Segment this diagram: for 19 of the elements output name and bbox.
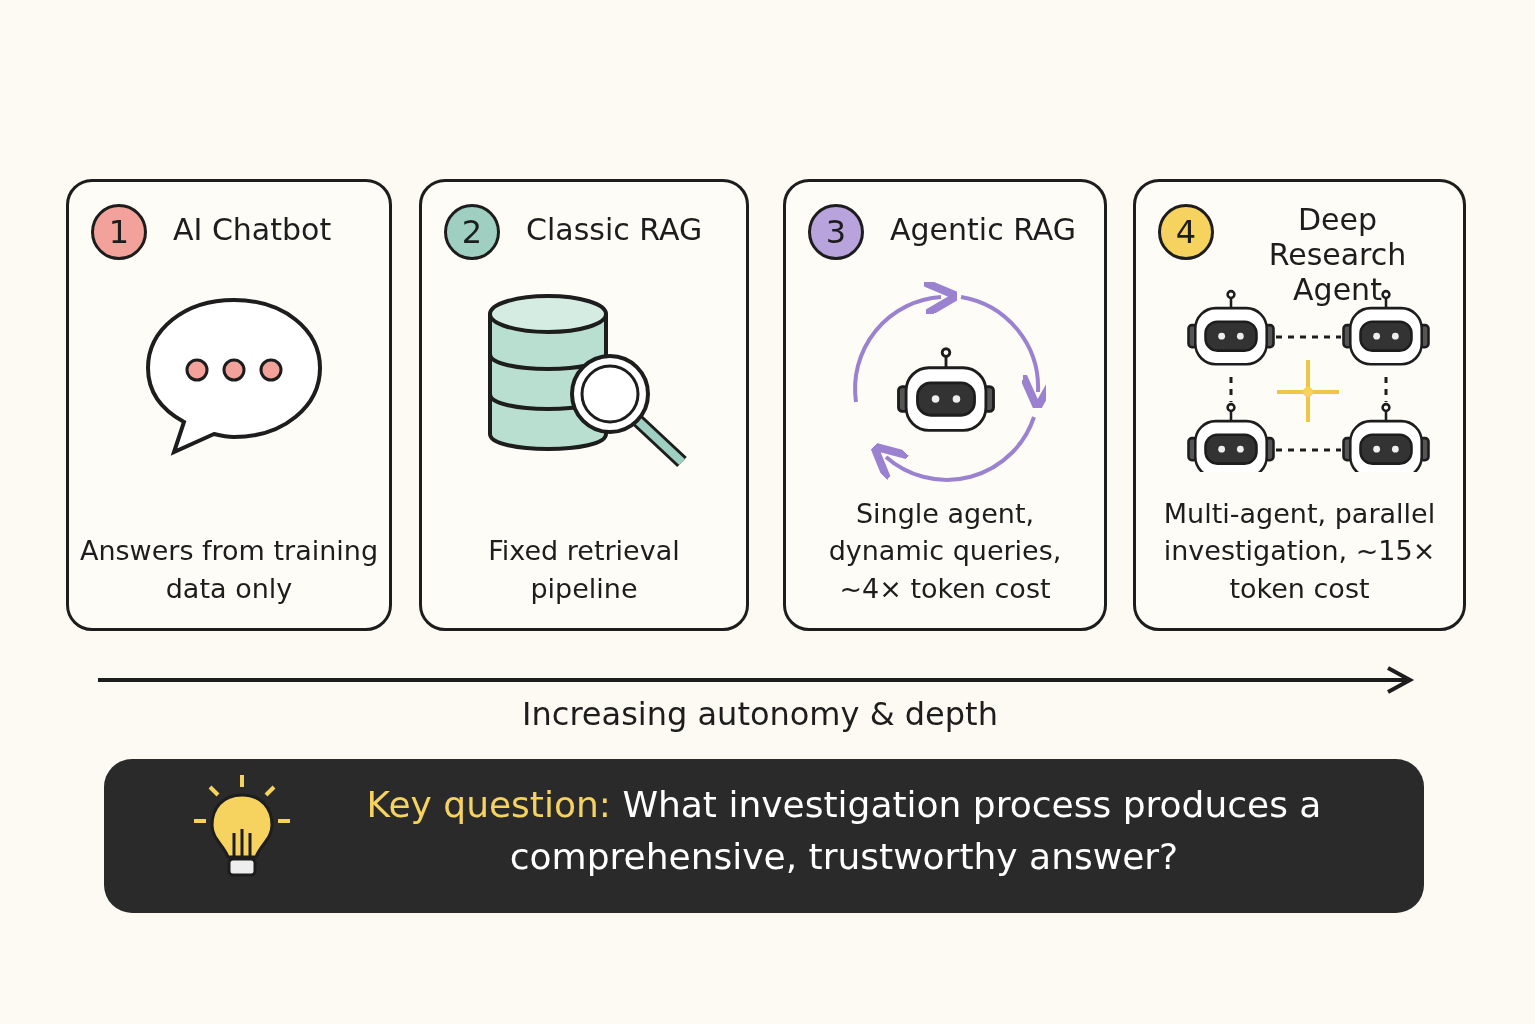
card-description: Single agent, dynamic queries, ~4× token cost xyxy=(827,496,1063,607)
question-text: Key question: What investigation process produces a comprehensive, trustworthy answer? xyxy=(365,783,1323,880)
stage-card xyxy=(783,179,1107,631)
card-title: AI Chatbot xyxy=(173,212,333,247)
stage-card xyxy=(66,179,392,631)
card-title: Agentic RAG xyxy=(890,212,1078,247)
stage-card xyxy=(419,179,749,631)
card-description: Answers from training data only xyxy=(79,534,379,607)
number-badge: 3 xyxy=(808,204,864,260)
card-title: Classic RAG xyxy=(526,212,704,247)
card-description: Multi-agent, parallel investigation, ~15× token cost xyxy=(1162,496,1437,607)
question-banner xyxy=(104,759,1424,913)
card-description: Fixed retrieval pipeline xyxy=(487,534,681,607)
number-badge: 1 xyxy=(91,204,147,260)
number-badge: 2 xyxy=(444,204,500,260)
stage-card xyxy=(1133,179,1466,631)
number-badge: 4 xyxy=(1158,204,1214,260)
card-title: Deep Research Agent xyxy=(1267,202,1408,307)
axis-label: Increasing autonomy & depth xyxy=(521,695,999,733)
